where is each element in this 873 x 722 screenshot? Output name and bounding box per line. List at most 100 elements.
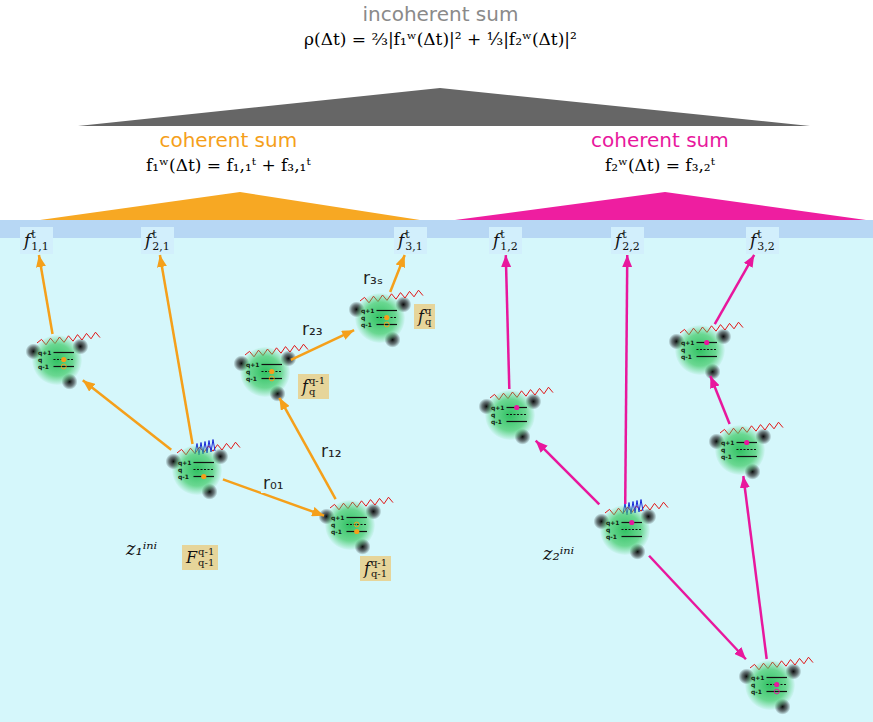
symbol-base: f [750,232,756,249]
energy-level [347,524,368,525]
symbol-row: Fq-1q-1 [186,547,214,568]
superscript: t [757,229,775,241]
sum-formula: f₁ʷ(Δt) = f₁,₁ᵗ + f₃,₁ᵗ [146,153,311,177]
level-label: q+1 [331,514,345,521]
propagation-arrow [625,255,627,504]
sum-header: coherent sumf₂ʷ(Δt) = f₃,₂ᵗ [591,128,729,177]
initial-position-label: z₂ⁱⁿⁱ [543,543,574,564]
electron-hole [61,364,66,369]
coherent-triangle [455,192,866,220]
symbol-row: fqq [418,306,431,327]
symbol-base: f [418,309,424,325]
symbol-base: f [364,561,370,577]
level-label: q+1 [38,349,52,356]
electron-hole [269,376,274,381]
symbol-base: f [493,232,499,249]
detector-label: ft2,1 [141,227,174,254]
detector-label: ft1,1 [20,227,53,254]
amplitude-box: fqq [414,304,435,329]
energy-level [622,529,643,530]
symbol-base: F [186,550,197,566]
subscript: 2,1 [152,241,170,253]
level-label: q+1 [721,439,735,446]
subscript: q-1 [198,558,214,569]
level-label: q-1 [178,473,189,480]
electron-hole [384,322,389,327]
propagation-arrow [39,255,53,334]
ion-atom: q+1qq-1 [715,425,765,475]
sum-header: incoherent sumρ(Δt) = ⅔|f₁ʷ(Δt)|² + ⅓|f₂… [304,2,577,51]
energy-level [377,310,398,311]
level-label: q-1 [38,363,49,370]
energy-level [377,324,398,325]
energy-level [54,352,75,353]
ion-atom: q+1qq-1 [32,335,82,385]
level-label: q-1 [331,528,342,535]
detector-label: ft3,1 [394,227,427,254]
distance-label: r₀₁ [261,473,286,493]
symbol-row: ft3,2 [750,229,775,252]
energy-level [622,536,643,537]
index-stack: t1,1 [31,229,49,252]
energy-level [767,677,788,678]
level-label: q [361,314,365,321]
symbol-row: ft1,1 [24,229,49,252]
superscript: t [31,229,49,241]
subscript: q-1 [371,569,387,580]
index-stack: t2,1 [152,229,170,252]
coherent-triangle [40,192,420,220]
incoherent-triangle [78,88,810,126]
detector-label: ft3,2 [746,227,779,254]
symbol-row: ft2,2 [615,229,640,252]
propagation-arrow [83,380,171,449]
level-label: q+1 [681,339,695,346]
energy-level [54,366,75,367]
superscript: t [405,229,423,241]
level-label: q-1 [246,375,257,382]
symbol-row: ft3,1 [398,229,423,252]
sum-title: coherent sum [591,128,729,153]
level-label: q [38,356,42,363]
electron-dot [269,369,274,374]
level-label: q-1 [721,453,732,460]
level-label: q+1 [361,307,375,314]
electron-dot [744,440,749,445]
symbol-base: f [302,379,308,395]
level-label: q [178,466,182,473]
energy-level [697,356,718,357]
ion-atom: q+1qq-1 [745,660,795,710]
energy-level [697,349,718,350]
symbol-base: f [398,232,404,249]
level-label: q [721,446,725,453]
level-label: q [491,411,495,418]
subscript: 2,2 [622,241,640,253]
ion-atom: q+1qq-1 [355,293,405,343]
symbol-base: f [24,232,30,249]
detector-label: ft1,2 [489,227,522,254]
level-label: q+1 [751,674,765,681]
symbol-row: ft2,1 [145,229,170,252]
index-stack: t1,2 [500,229,518,252]
energy-level [262,378,283,379]
energy-level [507,421,528,422]
level-label: q [331,521,335,528]
index-stack: q-1q-1 [371,558,387,579]
medium-region [0,220,873,722]
level-label: q+1 [606,519,620,526]
energy-level [194,469,215,470]
level-label: q [751,681,755,688]
level-label: q-1 [606,533,617,540]
detector-label: ft2,2 [611,227,644,254]
level-label: q+1 [491,404,505,411]
distance-label: r₁₂ [319,441,344,461]
detector-band [0,220,873,238]
index-stack: q-1q-1 [198,547,214,568]
electron-hole [354,522,359,527]
symbol-base: f [145,232,151,249]
level-label: q [606,526,610,533]
